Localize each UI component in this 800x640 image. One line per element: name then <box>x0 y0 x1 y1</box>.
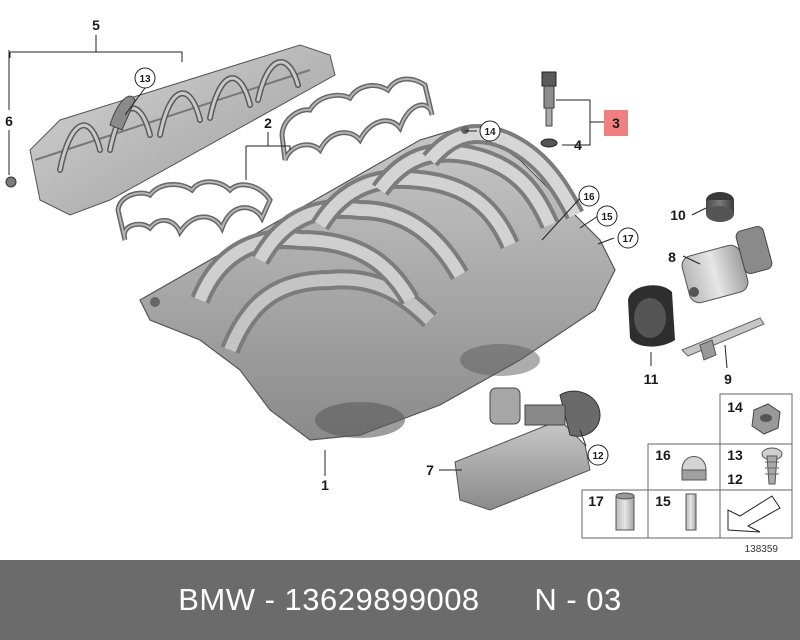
callout-1: 1 <box>321 477 329 493</box>
exploded-view: 5 6 13 2 3 4 14 16 15 17 10 8 11 9 1 7 1… <box>5 17 793 555</box>
callout-13-circle: 13 <box>139 74 151 85</box>
callout-5: 5 <box>92 17 100 33</box>
intake-manifold-part-1 <box>139 124 616 441</box>
table-13: 13 <box>727 447 743 463</box>
callout-15-circle: 15 <box>601 212 613 223</box>
leader-lines <box>8 35 728 476</box>
sensor-part-3 <box>541 71 557 127</box>
direction-arrow-icon <box>727 495 781 533</box>
holder-part-11 <box>628 285 675 347</box>
parts-diagram: 5 6 13 2 3 4 14 16 15 17 10 8 11 9 1 7 1… <box>5 17 793 555</box>
callout-6: 6 <box>5 113 13 129</box>
clip-part-13 <box>109 95 136 131</box>
circled-callouts <box>134 67 639 466</box>
gasket-part-2-inner <box>116 78 433 241</box>
callout-4: 4 <box>574 137 582 153</box>
screw-13-12-icon <box>761 447 783 485</box>
callout-16-circle: 16 <box>583 192 595 203</box>
callout-17-circle: 17 <box>622 234 634 245</box>
callout-7: 7 <box>426 462 434 478</box>
table-12: 12 <box>727 471 743 487</box>
table-16: 16 <box>655 447 671 463</box>
table-14: 14 <box>727 399 743 415</box>
reference-number: 138359 <box>745 544 779 555</box>
throttle-part-7 <box>454 387 601 511</box>
callout-12-circle: 12 <box>592 451 604 462</box>
footer-bar: BMW - 13629899008 N - 03 <box>0 560 800 640</box>
pin-15-icon <box>685 493 697 531</box>
part-number-caption: BMW - 13629899008 N - 03 <box>178 582 622 617</box>
nut-part-6 <box>5 176 17 188</box>
cap-nut-16-icon <box>681 456 707 481</box>
washer-part-4 <box>540 138 558 148</box>
grommet-part-10 <box>706 192 734 222</box>
valve-part-8 <box>681 225 773 304</box>
cover-part-5 <box>29 44 336 216</box>
callout-8: 8 <box>668 249 676 265</box>
callout-2: 2 <box>264 115 272 131</box>
table-17: 17 <box>588 493 604 509</box>
hex-nut-14-icon <box>751 403 781 435</box>
callout-3: 3 <box>612 115 620 131</box>
highlight-box-3 <box>604 110 628 136</box>
callout-11: 11 <box>644 371 659 387</box>
callout-9: 9 <box>724 371 732 387</box>
callout-14-circle: 14 <box>484 127 496 138</box>
table-15: 15 <box>655 493 671 509</box>
callout-10: 10 <box>670 207 686 223</box>
bracket-part-9 <box>681 317 765 361</box>
sleeve-17-icon <box>615 492 635 531</box>
